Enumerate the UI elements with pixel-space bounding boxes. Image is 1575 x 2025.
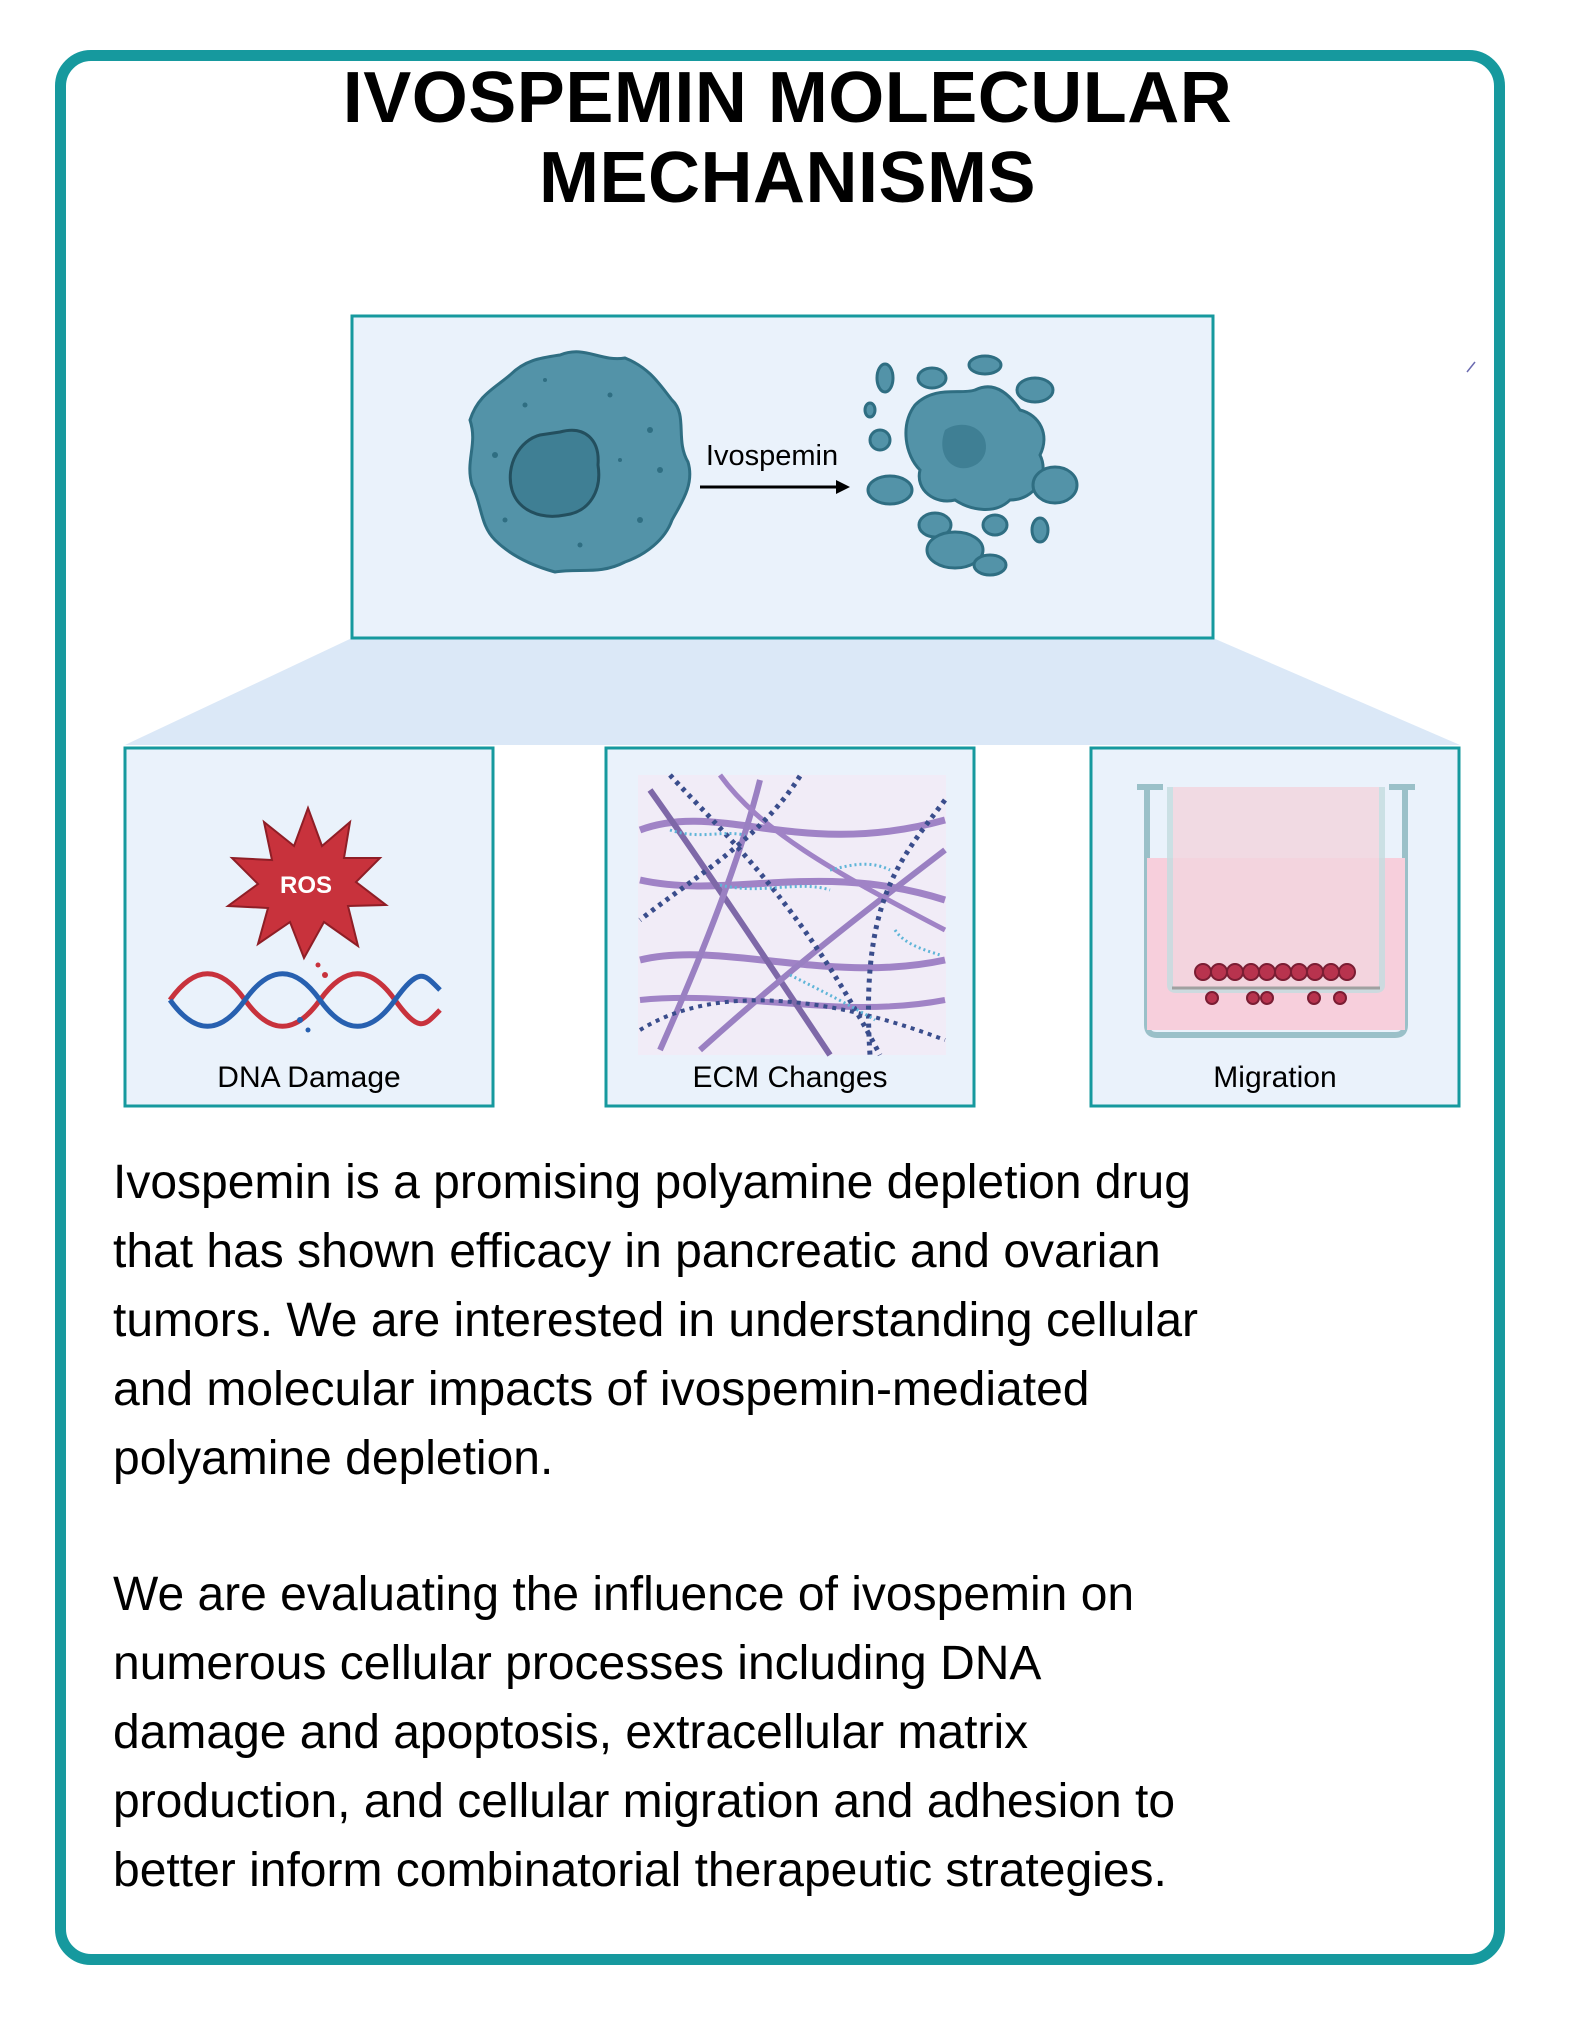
paragraph-line: Ivospemin is a promising polyamine deple… (113, 1156, 1191, 1209)
panel-ecm-changes: ECM Changes (604, 746, 976, 1108)
ros-burst-icon (225, 805, 389, 961)
intact-cell-icon (468, 350, 692, 574)
paragraph-evaluation: We are evaluating the influence of ivosp… (113, 1560, 1473, 1905)
title-line-2: MECHANISMS (538, 138, 1036, 218)
paragraph-line: that has shown efficacy in pancreatic an… (113, 1225, 1161, 1278)
title-line-1: IVOSPEMIN MOLECULAR (342, 58, 1233, 138)
paragraph-line: better inform combinatorial therapeutic … (113, 1844, 1167, 1897)
dna-helix-icon (167, 962, 442, 1033)
paragraph-line: production, and cellular migration and a… (113, 1775, 1176, 1828)
paragraph-line: polyamine depletion. (113, 1432, 554, 1485)
panel-label-ecm-changes: ECM Changes (692, 1061, 887, 1094)
collagen-fibers-icon (638, 773, 947, 1057)
paragraph-line: damage and apoptosis, extracellular matr… (113, 1706, 1029, 1759)
paragraph-line: numerous cellular processes including DN… (113, 1637, 1042, 1690)
arrow-label: Ivospemin (706, 440, 838, 472)
ros-badge: ROS (280, 872, 332, 899)
migrating-cells-icon (1194, 963, 1356, 1005)
paragraph-line: and molecular impacts of ivospemin-media… (113, 1363, 1090, 1416)
paragraph-line: tumors. We are interested in understandi… (113, 1294, 1199, 1347)
arrow-head-icon (836, 480, 850, 494)
panel-migration: Migration (1089, 746, 1461, 1108)
paragraph-intro: Ivospemin is a promising polyamine deple… (113, 1148, 1473, 1493)
panel-dna-damage: ROS DNA Damage (123, 746, 495, 1108)
transwell-insert-icon (1137, 784, 1415, 1038)
page-title: IVOSPEMIN MOLECULAR MECHANISMS (0, 58, 1575, 218)
zoom-funnel (125, 638, 1460, 745)
panel-label-migration: Migration (1213, 1061, 1336, 1094)
panel-label-dna-damage: DNA Damage (217, 1061, 400, 1094)
paragraph-line: We are evaluating the influence of ivosp… (113, 1568, 1135, 1621)
